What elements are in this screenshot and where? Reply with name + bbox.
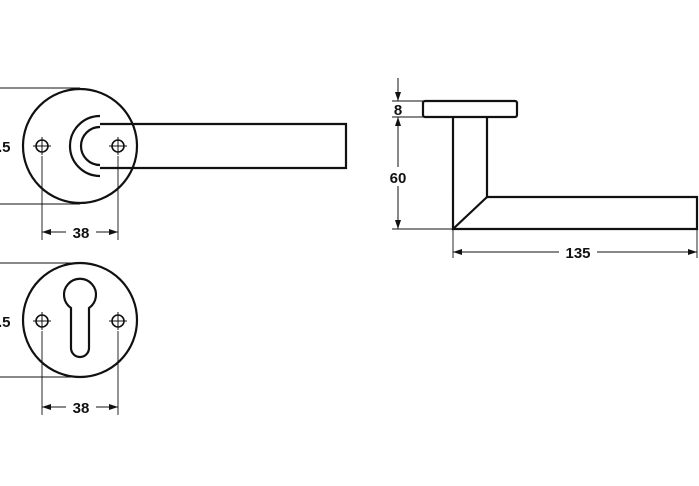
arrow-right bbox=[688, 249, 697, 255]
lever-bar bbox=[100, 122, 348, 170]
arrow-down bbox=[395, 92, 401, 101]
screw-hole-icon bbox=[33, 137, 51, 155]
side-view-lever: 8 60 135 bbox=[384, 78, 699, 262]
spacing-label-top: 38 bbox=[73, 225, 90, 242]
screw-hole-icon bbox=[33, 312, 51, 330]
arrow-up bbox=[395, 117, 401, 126]
arrow-left bbox=[42, 404, 51, 410]
front-view-escutcheon: 38 .5 bbox=[0, 261, 139, 417]
height-label: 60 bbox=[390, 170, 407, 187]
thickness-label: 8 bbox=[394, 102, 402, 119]
front-view-lever-rose: 38 .5 bbox=[0, 87, 348, 242]
screw-hole-icon bbox=[109, 312, 127, 330]
lever-neck bbox=[68, 114, 101, 178]
arrow-right bbox=[109, 404, 118, 410]
rose-plate-side bbox=[421, 99, 519, 119]
lever-bend-line bbox=[452, 196, 488, 230]
arrow-right bbox=[109, 229, 118, 235]
length-label: 135 bbox=[565, 245, 590, 262]
spacing-label-bottom: 38 bbox=[73, 400, 90, 417]
arrow-down bbox=[395, 220, 401, 229]
escutcheon-outline bbox=[21, 261, 139, 379]
diameter-label-bottom: .5 bbox=[0, 314, 11, 331]
lever-neck-inner bbox=[79, 125, 101, 167]
diameter-label-top: .5 bbox=[0, 139, 11, 156]
screw-hole-icon bbox=[109, 137, 127, 155]
arrow-left bbox=[453, 249, 462, 255]
rose-outline bbox=[21, 87, 139, 205]
arrow-left bbox=[42, 229, 51, 235]
lever-profile-outer bbox=[451, 117, 699, 231]
euro-cylinder-keyhole-icon bbox=[62, 277, 98, 359]
